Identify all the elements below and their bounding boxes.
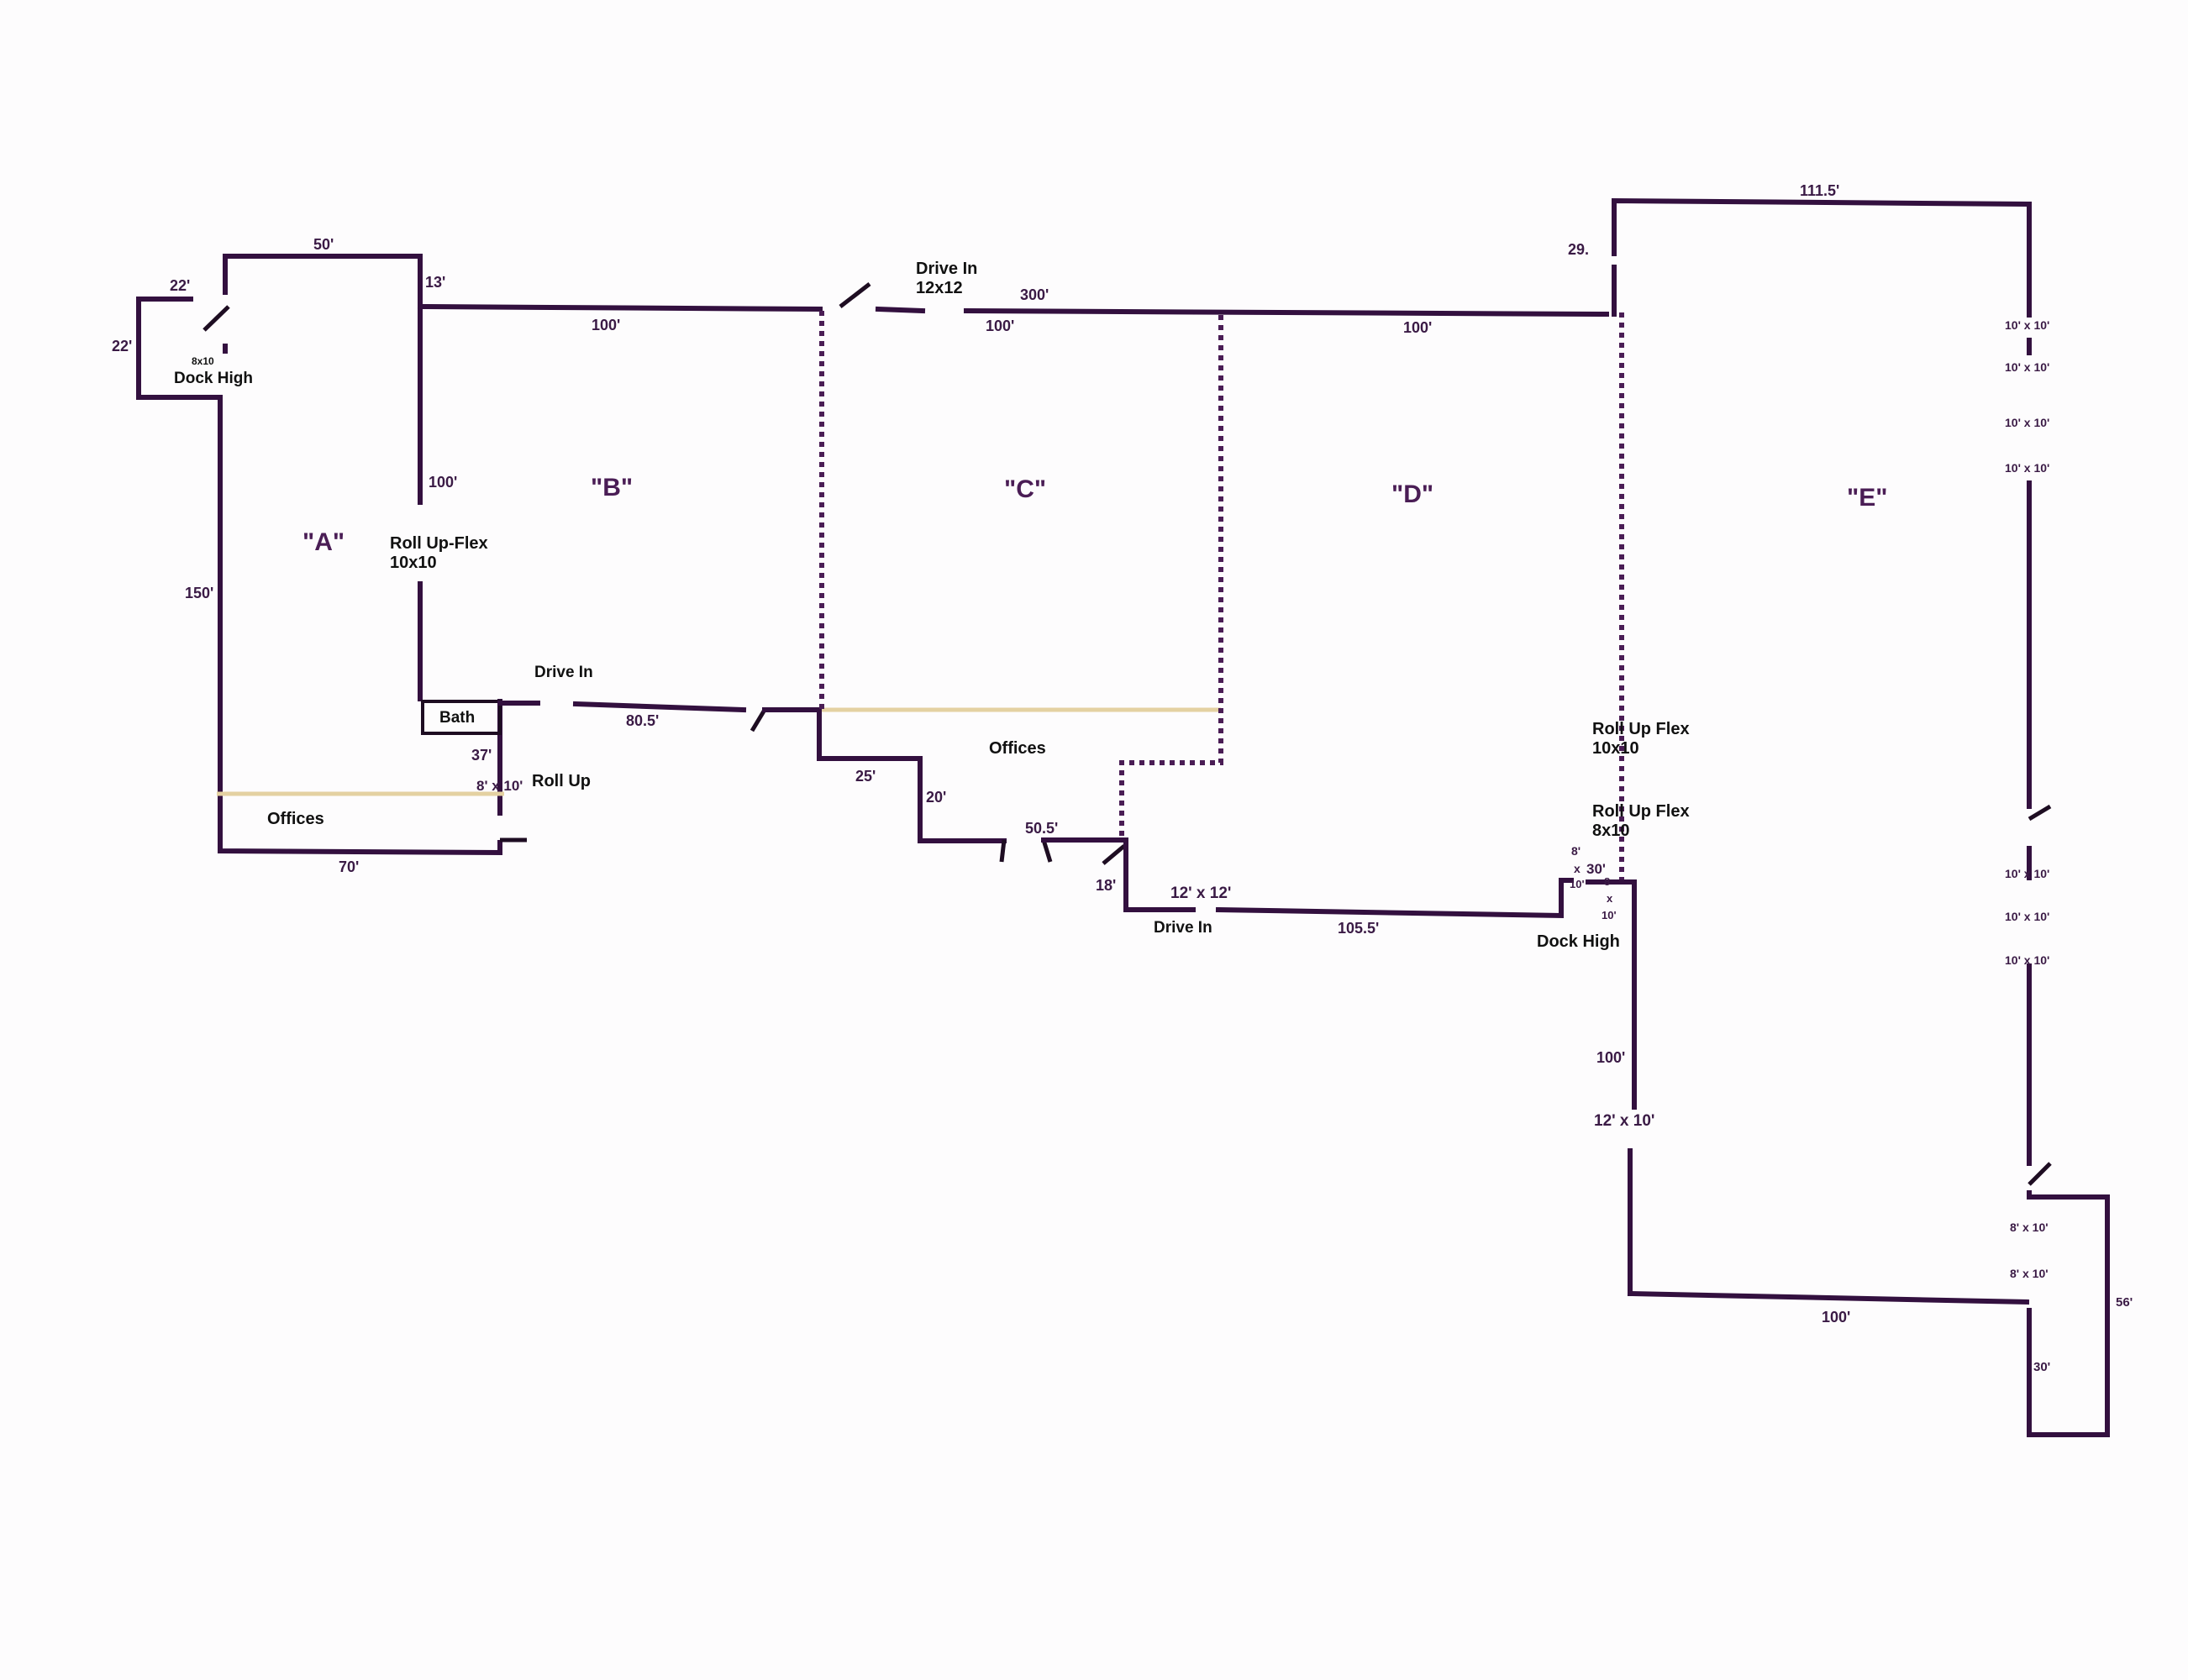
dim-30-dock: 30': [1586, 861, 1606, 877]
roll-up-flex-size-1: 10x10: [390, 554, 437, 572]
dim-80-5: 80.5': [626, 712, 659, 729]
drive-in-bottom-label: Drive In: [1154, 919, 1212, 937]
dim-100-a-wall: 100': [429, 474, 457, 491]
unit-a-label: "A": [302, 528, 345, 556]
dim-dock-10b: 10': [1602, 909, 1617, 921]
dim-20: 20': [926, 789, 946, 806]
unit-b-c-south-walls: [572, 311, 1574, 919]
dim-dock-8b: 8: [1604, 875, 1610, 888]
unit-c-label: "C": [1004, 475, 1046, 503]
dim-56: 56': [2116, 1295, 2133, 1310]
roll-up-flex-size-2: 10x10: [1592, 739, 1639, 758]
dim-8x10-rollup: 8' x 10': [476, 778, 523, 794]
offices-c-label: Offices: [989, 739, 1046, 758]
roll-up-flex-label-2: Roll Up Flex: [1592, 720, 1690, 738]
drive-in-b-label: Drive In: [534, 664, 593, 681]
unit-b-label: "B": [591, 474, 633, 501]
bath-label: Bath: [439, 709, 475, 727]
dim-105-5: 105.5': [1338, 920, 1379, 937]
dim-12x12: 12' x 12': [1170, 885, 1231, 902]
dim-12x10: 12' x 10': [1594, 1112, 1654, 1130]
drive-in-top-size: 12x12: [916, 279, 963, 297]
roll-up-flex-label-3: Roll Up Flex: [1592, 802, 1690, 821]
dim-37: 37': [471, 747, 492, 764]
door-e-1: 10' x 10': [2005, 318, 2049, 332]
dim-18: 18': [1096, 877, 1116, 894]
unit-a-walls: [136, 254, 823, 856]
dim-29: 29.: [1568, 241, 1589, 258]
door-e-6: 10' x 10': [2005, 910, 2049, 923]
door-annex-2: 8' x 10': [2010, 1267, 2049, 1280]
dock-high-label-d: Dock High: [1537, 932, 1620, 951]
roll-up-flex-size-3: 8x10: [1592, 822, 1630, 840]
offices-a-label: Offices: [267, 810, 324, 828]
dim-50: 50': [313, 236, 334, 253]
dim-70: 70': [339, 858, 359, 875]
roll-up-flex-label-1: Roll Up-Flex: [390, 534, 488, 553]
unit-e-walls: [1586, 197, 2110, 1437]
dim-100-e-wall: 100': [1596, 1049, 1625, 1066]
door-annex-1: 8' x 10': [2010, 1221, 2049, 1234]
dim-111-5: 111.5': [1800, 182, 1839, 199]
dim-100-b-top: 100': [592, 317, 620, 333]
door-e-5: 10' x 10': [2005, 867, 2049, 880]
dim-22-left: 22': [112, 338, 132, 354]
unit-d-label: "D": [1391, 480, 1433, 508]
dim-100-c-top: 100': [986, 318, 1014, 334]
dim-dock-8: 8': [1571, 844, 1581, 858]
north-wall: [839, 282, 1609, 318]
dock-size-label: 8x10: [192, 355, 214, 367]
drive-in-top-label: Drive In: [916, 260, 977, 278]
dim-dock-x2: x: [1607, 892, 1613, 905]
door-e-3: 10' x 10': [2005, 416, 2049, 429]
dim-13: 13': [425, 274, 445, 291]
dim-dock-x1: x: [1574, 862, 1581, 875]
dim-150: 150': [185, 585, 213, 601]
unit-e-label: "E": [1847, 484, 1887, 512]
door-e-4: 10' x 10': [2005, 461, 2049, 475]
dim-dock-10: 10': [1570, 878, 1585, 890]
door-e-7: 10' x 10': [2005, 953, 2049, 967]
bath-room: [421, 700, 540, 735]
dim-22-top: 22': [170, 277, 190, 294]
dim-30-annex: 30': [2033, 1360, 2050, 1374]
dim-50-5: 50.5': [1025, 820, 1058, 837]
roll-up-label: Roll Up: [532, 772, 591, 790]
dim-25: 25': [855, 768, 876, 785]
dim-100-e-bottom: 100': [1822, 1309, 1850, 1326]
dock-high-label-a: Dock High: [174, 370, 253, 387]
dim-100-d-top: 100': [1403, 319, 1432, 336]
dim-300: 300': [1020, 286, 1049, 303]
door-e-2: 10' x 10': [2005, 360, 2049, 374]
